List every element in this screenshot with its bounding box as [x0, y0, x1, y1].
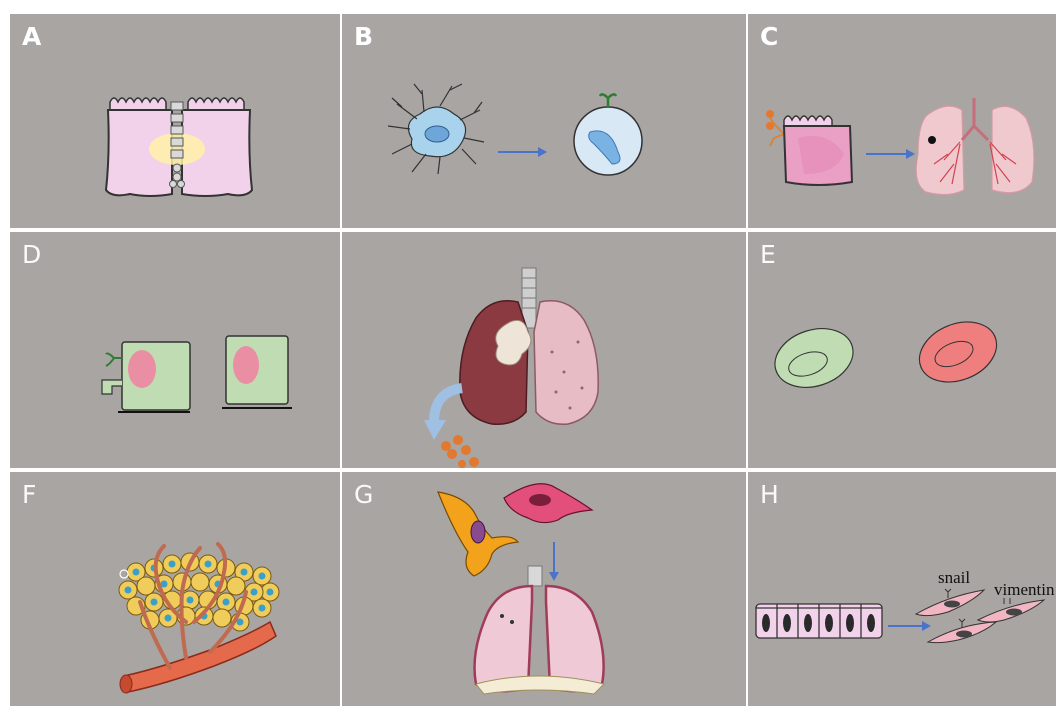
arrow	[866, 149, 915, 159]
blood-vessel	[124, 622, 276, 692]
panel-lung	[342, 232, 746, 468]
green-cell	[767, 319, 860, 397]
arrow	[888, 621, 931, 631]
cell-comparison-illustration	[748, 232, 1056, 468]
lungs-in-chest	[475, 566, 605, 694]
fibroblast-to-lung-illustration	[342, 472, 746, 706]
panel-g: G	[342, 472, 746, 706]
arrow	[549, 542, 559, 581]
healthy-lung	[534, 301, 598, 424]
tumor-angiogenesis-illustration	[10, 472, 340, 706]
cell-pair-illustration	[10, 232, 340, 468]
curved-arrow	[434, 388, 462, 422]
panel-d: D	[10, 232, 340, 468]
panel-e: E	[748, 232, 1056, 468]
particles	[441, 435, 479, 468]
arrow	[498, 147, 547, 157]
panel-f: F	[10, 472, 340, 706]
panel-c: C	[748, 14, 1056, 228]
tight-junction-illustration	[10, 14, 340, 228]
vimentin-label: vimentin	[994, 580, 1054, 600]
panel-b: B	[342, 14, 746, 228]
epithelial-to-lung-illustration	[748, 14, 1056, 228]
diseased-lungs-illustration	[342, 232, 746, 468]
panel-h: H	[748, 472, 1056, 706]
red-cell	[910, 311, 1005, 393]
panel-a: A	[10, 14, 340, 228]
epithelial-sheet	[756, 604, 882, 638]
snail-label: snail	[938, 568, 970, 588]
cell-transition-illustration	[342, 14, 746, 228]
